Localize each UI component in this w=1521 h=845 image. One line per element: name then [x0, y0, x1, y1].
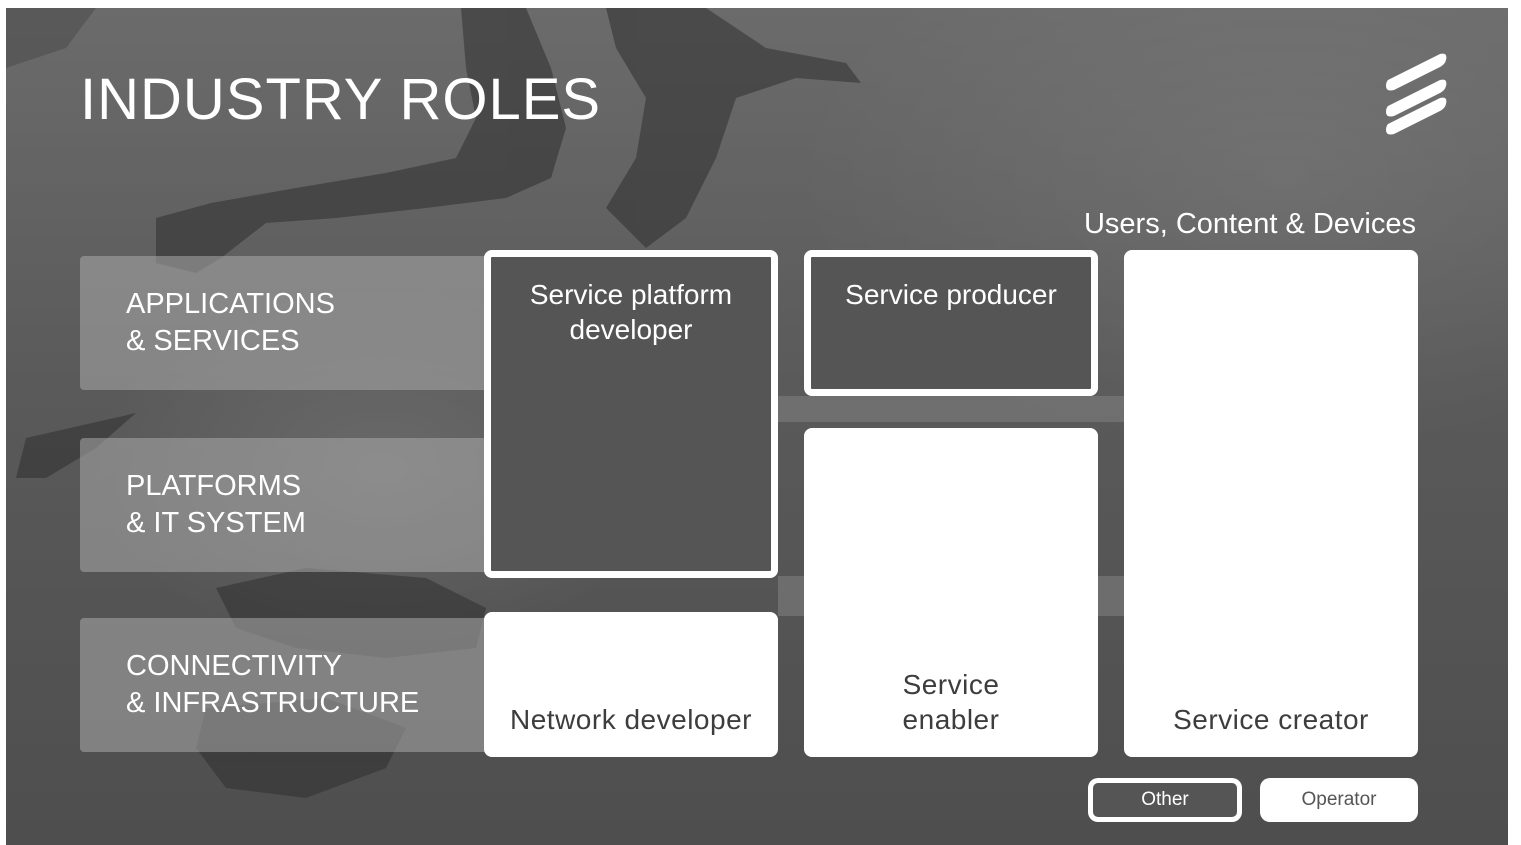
legend-other-label: Other: [1093, 783, 1237, 817]
layer-label-line1: CONNECTIVITY: [126, 650, 342, 682]
role-label-line1: Service: [902, 669, 1000, 700]
role-label-line2: enabler: [902, 704, 1000, 735]
layer-label-line2: & IT SYSTEM: [126, 507, 306, 539]
role-label-line1: Service platform: [529, 279, 733, 310]
role-label-line2: developer: [569, 314, 693, 345]
role-service-enabler: Service enabler: [804, 428, 1098, 757]
legend-operator: Operator: [1260, 778, 1418, 822]
role-service-creator: Service creator: [1124, 250, 1418, 757]
role-service-producer: Service producer: [804, 250, 1098, 396]
role-network-developer: Network developer: [484, 612, 778, 757]
role-service-platform-developer: Service platform developer: [484, 250, 778, 578]
layer-label-line2: & SERVICES: [126, 325, 300, 357]
layer-label-line1: PLATFORMS: [126, 470, 302, 502]
role-label-line1: Network developer: [510, 704, 752, 735]
ericsson-logo-icon: [1386, 53, 1447, 135]
legend-other: Other: [1088, 778, 1242, 822]
top-caption: Users, Content & Devices: [1083, 208, 1416, 240]
layer-platforms-it-system: PLATFORMS & IT SYSTEM: [80, 438, 490, 572]
layer-label-line1: APPLICATIONS: [126, 288, 335, 320]
layer-label-line2: & INFRASTRUCTURE: [126, 687, 420, 719]
band-platforms-connector: [778, 396, 1126, 422]
role-label-line1: Service producer: [845, 279, 1057, 310]
layer-connectivity-infrastructure: CONNECTIVITY & INFRASTRUCTURE: [80, 618, 490, 752]
slide: INDUSTRY ROLES Users, Content & Devices …: [6, 8, 1508, 845]
layer-applications-services: APPLICATIONS & SERVICES: [80, 256, 490, 390]
role-label-line1: Service creator: [1173, 704, 1369, 735]
page-title: INDUSTRY ROLES: [80, 67, 602, 132]
